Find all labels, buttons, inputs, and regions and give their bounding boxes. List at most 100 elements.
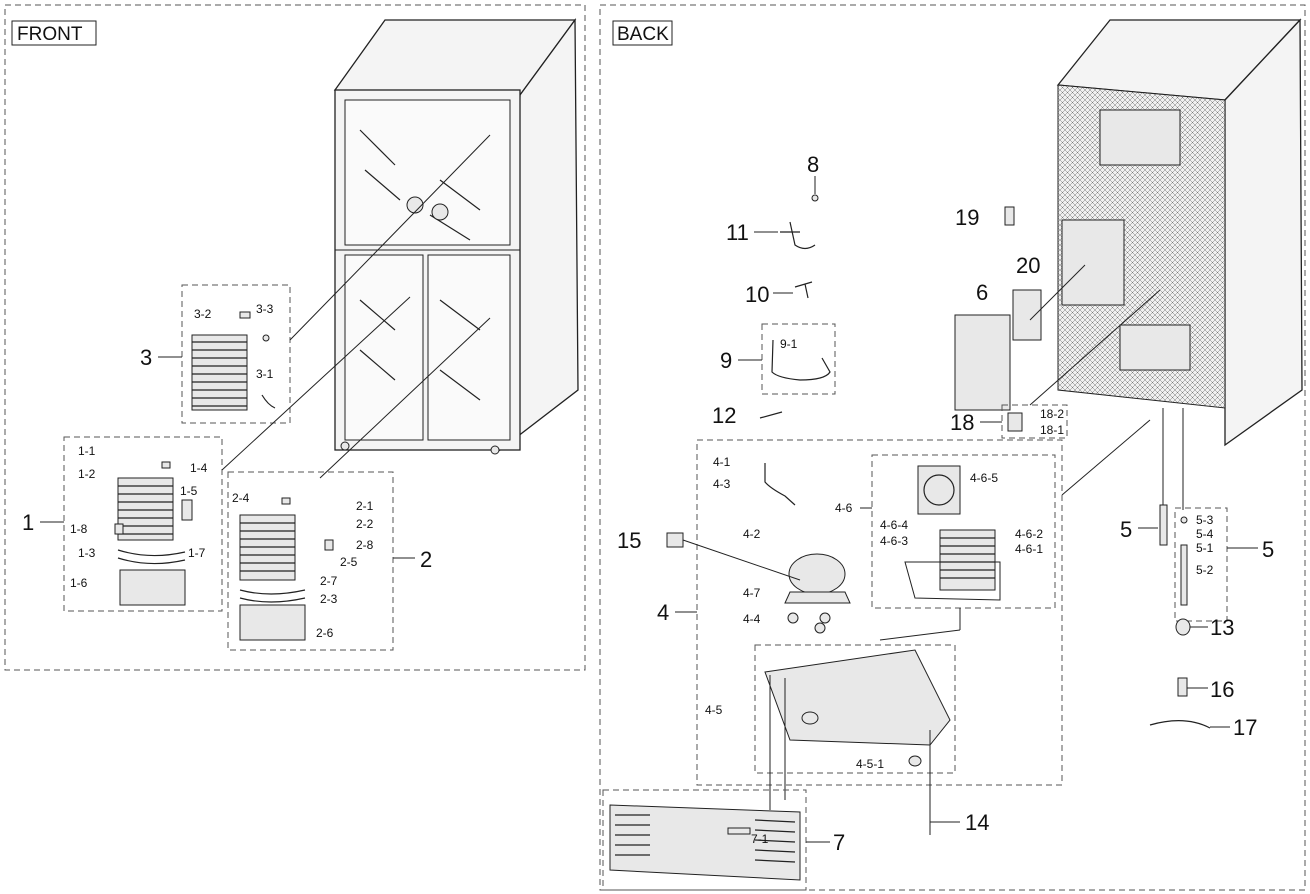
part-3-3-icon bbox=[262, 334, 270, 342]
label-2-1: 2-1 bbox=[356, 499, 374, 513]
label-12: 12 bbox=[712, 403, 736, 428]
part-1-5-icon bbox=[181, 499, 193, 521]
part-7-grille bbox=[609, 804, 801, 881]
label-2: 2 bbox=[420, 547, 432, 572]
label-5-4: 5-4 bbox=[1196, 527, 1214, 541]
label-7: 7 bbox=[833, 830, 845, 855]
part-4-5-2-icon bbox=[801, 711, 819, 725]
label-4-5: 4-5 bbox=[705, 703, 723, 717]
front-tag-box bbox=[11, 20, 97, 46]
label-4-6-4: 4-6-4 bbox=[880, 518, 908, 532]
label-2-8: 2-8 bbox=[356, 538, 374, 552]
compressor bbox=[784, 553, 851, 604]
group-5-box bbox=[1174, 507, 1228, 622]
label-4-1: 4-1 bbox=[713, 455, 731, 469]
label-4-4: 4-4 bbox=[743, 612, 761, 626]
part-5-3-icon bbox=[1180, 516, 1188, 524]
part-2-4-icon bbox=[281, 497, 291, 505]
label-4-6-2: 4-6-2 bbox=[1015, 527, 1043, 541]
part-3-2-icon bbox=[239, 311, 251, 319]
front-panel: FRONT 3 3-2 3-3 3-1 bbox=[4, 4, 586, 671]
group-3-box bbox=[181, 284, 291, 424]
part-6-cover bbox=[954, 314, 1011, 411]
label-4-6-1: 4-6-1 bbox=[1015, 542, 1043, 556]
label-2-6: 2-6 bbox=[316, 626, 334, 640]
label-14: 14 bbox=[965, 810, 989, 835]
label-3-1: 3-1 bbox=[256, 367, 274, 381]
part-16-icon bbox=[1177, 677, 1188, 697]
group-4-6-box bbox=[871, 454, 1056, 609]
label-3: 3 bbox=[140, 345, 152, 370]
group-4-box bbox=[696, 439, 1063, 786]
part-2-8-icon bbox=[324, 539, 334, 551]
label-20: 20 bbox=[1016, 253, 1040, 278]
group-7-box bbox=[602, 789, 807, 891]
label-1-4: 1-4 bbox=[190, 461, 208, 475]
part-4-5-baseplate bbox=[764, 649, 951, 746]
label-2-7: 2-7 bbox=[320, 574, 338, 588]
evaporator-2 bbox=[239, 514, 306, 641]
label-9: 9 bbox=[720, 348, 732, 373]
part-10-icon bbox=[794, 281, 813, 299]
label-3-2: 3-2 bbox=[194, 307, 212, 321]
part-8-icon bbox=[811, 194, 819, 202]
label-4-6: 4-6 bbox=[835, 501, 853, 515]
label-10: 10 bbox=[745, 282, 769, 307]
label-1-3: 1-3 bbox=[78, 546, 96, 560]
back-section-title: BACK bbox=[617, 24, 669, 45]
part-4-5-1-icon bbox=[908, 755, 922, 767]
part-4-4b-icon bbox=[819, 612, 831, 624]
label-5-1: 5-1 bbox=[1196, 541, 1214, 555]
label-4: 4 bbox=[657, 600, 669, 625]
label-16: 16 bbox=[1210, 677, 1234, 702]
back-panel-border bbox=[599, 4, 1306, 891]
group-9-box bbox=[761, 323, 836, 395]
part-4-6-1-condenser bbox=[939, 529, 996, 591]
group-18-box bbox=[1001, 404, 1068, 439]
label-4-3: 4-3 bbox=[713, 477, 731, 491]
label-4-7: 4-7 bbox=[743, 586, 761, 600]
label-2-3: 2-3 bbox=[320, 592, 338, 606]
group-1-box bbox=[63, 436, 223, 612]
part-18-icon bbox=[1007, 412, 1023, 432]
label-18: 18 bbox=[950, 410, 974, 435]
part-3-1-icon bbox=[261, 394, 276, 409]
part-4-3-icon bbox=[764, 463, 796, 506]
label-9-1: 9-1 bbox=[780, 337, 798, 351]
label-1: 1 bbox=[22, 510, 34, 535]
label-2-5: 2-5 bbox=[340, 555, 358, 569]
label-4-6-3: 4-6-3 bbox=[880, 534, 908, 548]
label-17: 17 bbox=[1233, 715, 1257, 740]
back-panel: BACK 8 11 10 9 9-1 12 19 2 bbox=[599, 4, 1306, 891]
label-7-1: 7-1 bbox=[751, 832, 769, 846]
label-4-5-1: 4-5-1 bbox=[856, 757, 884, 771]
label-8: 8 bbox=[807, 152, 819, 177]
group-4-5-box bbox=[754, 644, 956, 774]
label-6: 6 bbox=[976, 280, 988, 305]
part-1-8-icon bbox=[114, 523, 124, 535]
label-11: 11 bbox=[726, 220, 749, 245]
label-4-2: 4-2 bbox=[743, 527, 761, 541]
part-5-pipe-icon bbox=[1159, 504, 1168, 546]
label-4-6-5: 4-6-5 bbox=[970, 471, 998, 485]
part-12-icon bbox=[759, 411, 783, 419]
group-2-box bbox=[227, 471, 394, 651]
label-15: 15 bbox=[617, 528, 641, 553]
part-13-icon bbox=[1175, 618, 1191, 636]
part-11-icon bbox=[780, 221, 816, 250]
part-7-1-icon bbox=[727, 827, 751, 835]
evaporator-3 bbox=[191, 334, 248, 411]
front-section-title: FRONT bbox=[17, 24, 83, 45]
part-4-4-icon bbox=[787, 612, 799, 624]
label-18-1: 18-1 bbox=[1040, 423, 1064, 437]
part-1-4-icon bbox=[161, 461, 171, 469]
label-1-5: 1-5 bbox=[180, 484, 198, 498]
part-17-icon bbox=[1149, 720, 1211, 729]
label-2-4: 2-4 bbox=[232, 491, 250, 505]
label-1-2: 1-2 bbox=[78, 467, 96, 481]
label-3-3: 3-3 bbox=[256, 302, 274, 316]
part-19-icon bbox=[1004, 206, 1015, 226]
label-5-right: 5 bbox=[1262, 537, 1274, 562]
part-4-4c-icon bbox=[814, 622, 826, 634]
